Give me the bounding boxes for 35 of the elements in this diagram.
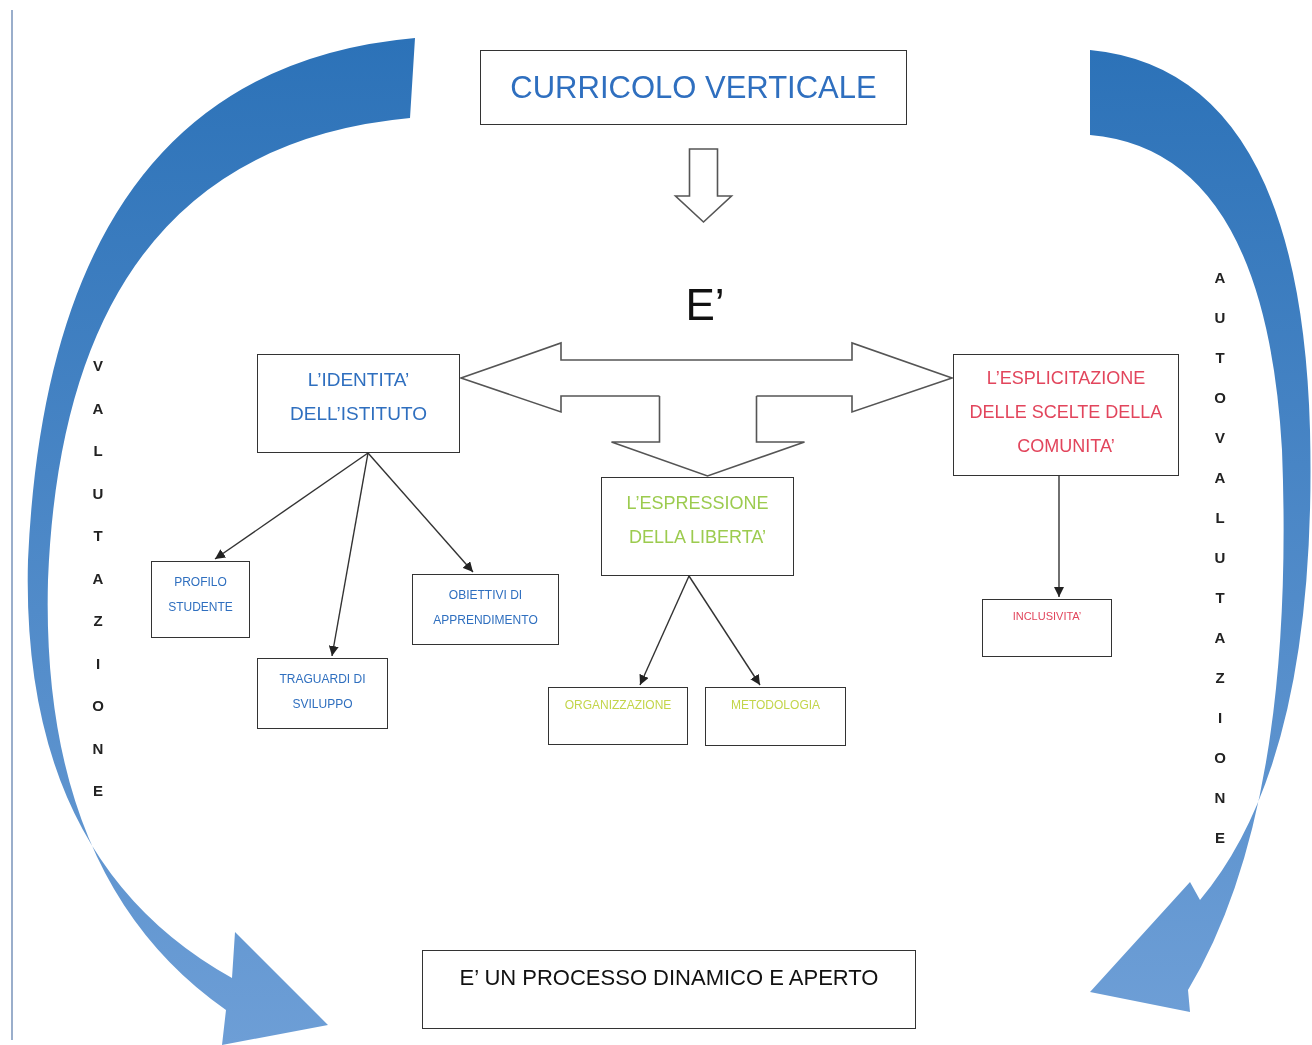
vertical-label: AUTOVALUTAZIONE: [1214, 268, 1226, 848]
box-label: INCLUSIVITA’: [1012, 609, 1082, 624]
process-box: [412, 574, 559, 645]
process-box: [151, 561, 250, 638]
box-label: L’ESPLICITAZIONE DELLE SCELTE DELLA COMUNITA’: [968, 367, 1164, 459]
arrow: [214, 452, 369, 560]
block-arrow: [707, 341, 955, 414]
box-label: CURRICOLO VERTICALE: [510, 68, 877, 107]
arrow: [367, 452, 474, 573]
box-label: ORGANIZZAZIONE: [564, 697, 672, 714]
process-box: [548, 687, 688, 745]
process-box: [953, 354, 1179, 476]
box-label: E’ UN PROCESSO DINAMICO E APERTO: [459, 965, 879, 992]
title-box: [480, 50, 907, 125]
block-arrow: [673, 148, 734, 224]
process-box: [982, 599, 1112, 657]
arrow: [1054, 475, 1064, 598]
block-arrow: [458, 341, 709, 414]
process-box: [257, 354, 460, 453]
arrow: [688, 575, 761, 686]
box-label: E’: [685, 278, 725, 331]
process-box: [705, 687, 846, 746]
arrow: [328, 452, 369, 657]
block-arrow: [610, 395, 806, 477]
process-box: [601, 477, 794, 576]
box-label: L’ESPRESSIONE DELLA LIBERTA’: [625, 492, 770, 550]
process-box: [257, 658, 388, 729]
box-label: OBIETTIVI DI APPRENDIMENTO: [432, 587, 539, 630]
box-label: L’IDENTITA’ DELL’ISTITUTO: [289, 368, 428, 427]
conclusion-box: [422, 950, 916, 1029]
box-label: METODOLOGIA: [730, 697, 821, 714]
box-label: PROFILO STUDENTE: [167, 574, 234, 617]
arrow: [639, 575, 690, 686]
box-label: TRAGUARDI DI SVILUPPO: [278, 671, 367, 714]
vertical-label: VALUTAZIONE: [92, 356, 104, 801]
